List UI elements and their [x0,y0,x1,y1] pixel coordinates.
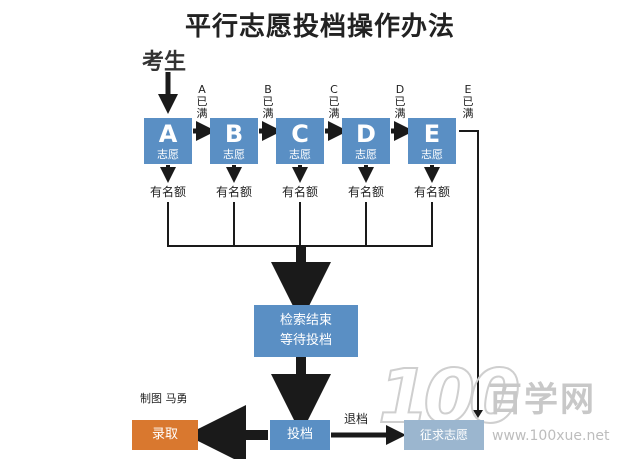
quota-label-c: 有名额 [281,185,318,199]
file-submit-box: 投档 [270,420,330,450]
choice-letter: C [291,120,309,148]
quota-label-b: 有名额 [215,185,252,199]
choice-letter: E [423,120,441,148]
choice-sub: 志愿 [289,148,311,161]
choice-sub: 志愿 [157,148,179,161]
label-b-full: B已满 [262,83,274,120]
choice-letter: A [158,120,178,148]
search-end-line1: 检索结束 [279,313,332,328]
choice-sub: 志愿 [223,148,245,161]
watermark-url: www.100xue.net [492,428,610,444]
choice-a-box: A 志愿 [144,118,192,164]
label-a-full: A已满 [196,83,208,120]
quota-label-e: 有名额 [413,185,450,199]
label-c-full: C已满 [328,83,340,120]
label-e-full: E已满 [462,83,474,120]
choice-sub: 志愿 [355,148,377,161]
choice-sub: 志愿 [421,148,443,161]
choice-letter: B [224,120,244,148]
search-end-box: 检索结束 等待投档 [254,305,358,357]
admit-box: 录取 [132,420,198,450]
choice-c-box: C 志愿 [276,118,324,164]
quota-label-d: 有名额 [347,185,384,199]
watermark-name: 百学网 [488,380,596,420]
credit-text: 制图 马勇 [140,392,188,405]
label-d-full: D已满 [394,83,406,120]
diagram-title: 平行志愿投档操作办法 [184,12,455,42]
line-e-full [459,130,479,412]
quota-label-a: 有名额 [149,185,186,199]
choice-e-box: E 志愿 [408,118,456,164]
student-label: 考生 [142,50,187,75]
choice-letter: D [356,120,376,148]
choice-b-box: B 志愿 [210,118,258,164]
search-end-line2: 等待投档 [279,333,332,348]
solicit-choice-box: 征求志愿 [404,420,484,450]
choice-d-box: D 志愿 [342,118,390,164]
return-file-label: 退档 [344,412,369,426]
